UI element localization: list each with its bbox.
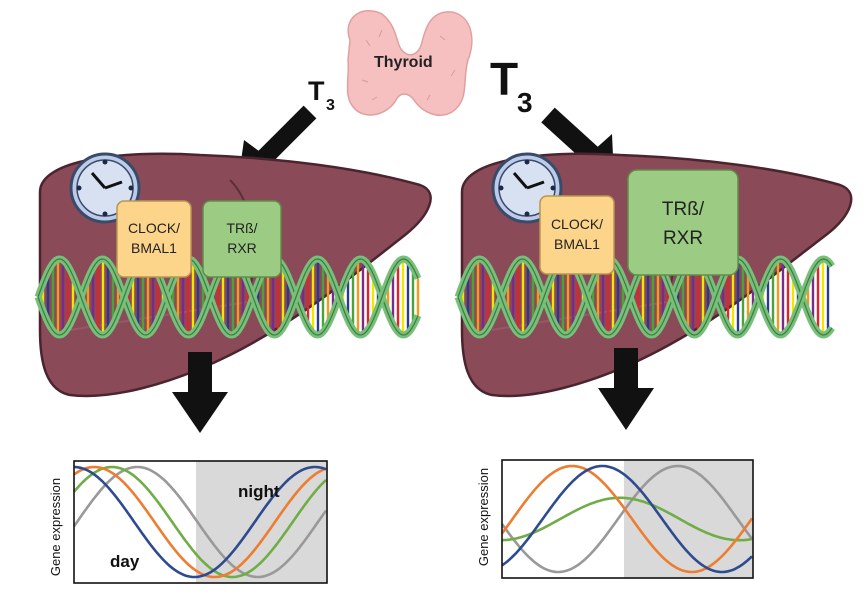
chart-left-day-label: day [110, 552, 140, 571]
chart-right: Gene expression [476, 459, 754, 579]
dna-strand [37, 258, 419, 336]
trb-rxr-line1-left: TRß/ [226, 220, 257, 236]
series-line-2 [73, 465, 327, 579]
clock-bmal1-line1-left: CLOCK/ [128, 220, 180, 236]
trb-rxr-line2-left: RXR [227, 240, 257, 256]
series-line-3 [73, 465, 327, 579]
chart-left-night-label: night [238, 482, 280, 501]
series-line-2 [501, 496, 753, 542]
series-line-4 [73, 465, 327, 579]
clock-bmal1-line2-right: BMAL1 [554, 236, 600, 252]
thyroid-gland: Thyroid [346, 9, 473, 116]
t3-sub-right: 3 [517, 87, 533, 118]
trb-rxr-box-right: TRß/ RXR [627, 169, 739, 276]
clock-bmal1-box-right: CLOCK/ BMAL1 [539, 195, 615, 275]
chart-left: Gene expression night day [48, 460, 328, 584]
chart-right-frame [501, 459, 754, 579]
chart-left-ylabel: Gene expression [48, 478, 63, 576]
t3-base-right: T [490, 53, 518, 105]
series-line-4 [501, 464, 753, 574]
t3-label-left: T 3 [308, 76, 335, 114]
chart-right-night-shading [624, 460, 753, 578]
t3-base-left: T [308, 76, 325, 106]
t3-label-right: T 3 [490, 53, 533, 118]
chart-left-frame [73, 460, 328, 584]
chart-right-ylabel: Gene expression [476, 468, 491, 566]
arrow-liver-to-chart-left [172, 352, 228, 433]
series-line-1 [500, 464, 754, 574]
t3-sub-left: 3 [326, 97, 335, 114]
arrow-liver-to-chart-right [598, 348, 654, 430]
clock-bmal1-box-left: CLOCK/ BMAL1 [116, 200, 192, 278]
trb-rxr-box-left: TRß/ RXR [202, 200, 282, 278]
trb-rxr-line2-right: RXR [663, 228, 703, 249]
dna-helix-right [454, 255, 835, 339]
clock-bmal1-line1-right: CLOCK/ [551, 216, 603, 232]
clock-bmal1-line2-left: BMAL1 [131, 240, 177, 256]
trb-rxr-line1-right: TRß/ [662, 199, 705, 220]
series-line-3 [500, 464, 754, 574]
dna-strand [457, 258, 833, 336]
thyroid-label: Thyroid [374, 54, 433, 71]
